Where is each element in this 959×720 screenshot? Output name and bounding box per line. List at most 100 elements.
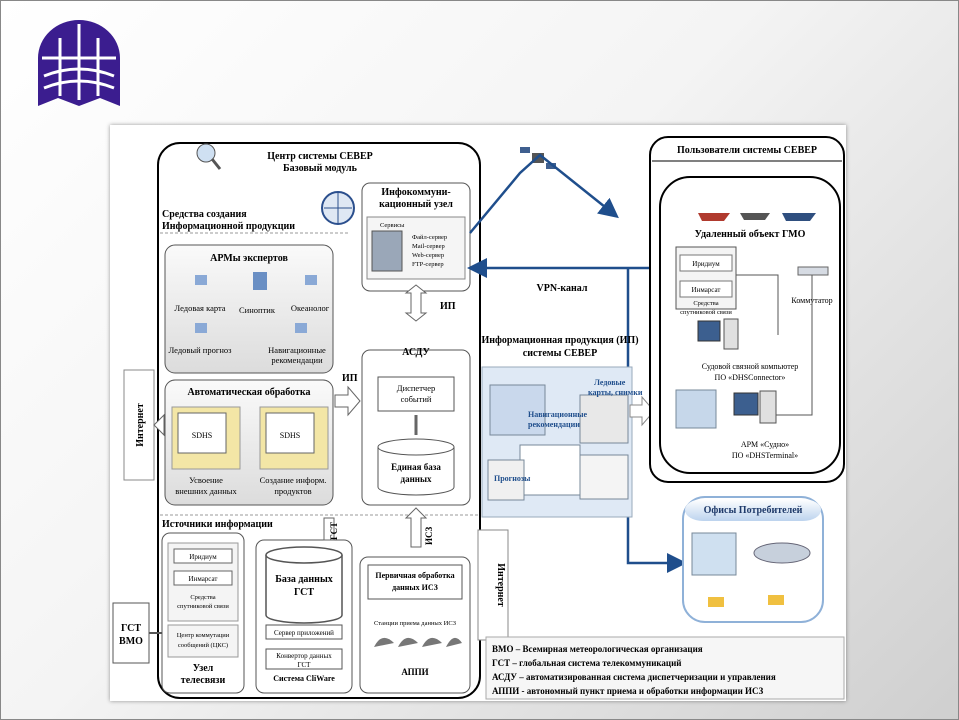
legend-1: ВМО – Всемирная метеорологическая органи… — [492, 644, 703, 654]
sdhs-left: SDHS — [192, 431, 212, 440]
expert-icon — [295, 323, 307, 333]
synoptic-icon — [253, 272, 267, 290]
user-inmarsat: Инмарсат — [692, 286, 721, 294]
product-forecasts: Прогнозы — [494, 474, 531, 483]
ftp-server: FTP-сервер — [412, 261, 444, 268]
src-inmarsat: Инмарсат — [189, 575, 218, 583]
sdhs-right: SDHS — [280, 431, 300, 440]
arm-synoptic: Синоптик — [239, 305, 276, 315]
product-nav-1: Навигационные — [528, 410, 587, 419]
legend-4: АППИ - автономный пункт приема и обработ… — [492, 686, 764, 696]
ship-pc-2: ПО «DHSConnector» — [715, 373, 786, 382]
node-1: Узел — [193, 663, 214, 674]
csk-1: Центр коммутации — [177, 632, 230, 639]
map-thumbnail — [675, 389, 717, 429]
dispatcher-1: Диспетчер — [397, 383, 435, 393]
isz-station: Станции приема данных ИСЗ — [374, 620, 456, 627]
auto-left-2: внешних данных — [175, 486, 237, 496]
legend-2: ГСТ – глобальная система телекоммуникаци… — [492, 658, 681, 668]
converter-box — [265, 648, 343, 670]
arm-ship-2: ПО «DHSTerminal» — [732, 451, 798, 460]
remote-object-box — [659, 176, 841, 474]
expert-icon — [195, 323, 207, 333]
tools-title-2: Информационной продукции — [162, 221, 295, 232]
info-title-2: кационный узел — [379, 199, 453, 210]
ip-arrow-vertical — [404, 284, 428, 322]
conv-2: ГСТ — [298, 661, 312, 669]
arm-ice-forecast: Ледовый прогноз — [168, 345, 232, 355]
file-server: Файл-сервер — [412, 234, 447, 241]
computer-icon — [697, 318, 739, 350]
app-server: Сервер приложений — [274, 629, 334, 637]
architecture-diagram: Центр системы СЕВЕР Базовый модуль Средс… — [112, 136, 845, 700]
ship-pc-1: Судовой связной компьютер — [702, 362, 799, 371]
internet-left-label: Интернет — [135, 403, 146, 447]
switch-icon — [797, 266, 829, 276]
vpn-label: VPN-канал — [537, 283, 588, 294]
tools-title-1: Средства создания — [162, 209, 247, 220]
legend-3: АСДУ – автоматизированная система диспет… — [492, 672, 776, 682]
meeting-table-icon — [753, 542, 811, 564]
db-2: данных — [401, 474, 432, 484]
product-nav-2: рекомендации — [528, 420, 580, 429]
src-sat-1: Средства — [190, 594, 215, 601]
src-iridium: Иридиум — [189, 553, 217, 561]
satellite-dish-icon — [374, 637, 462, 647]
gst-label: ГСТ — [329, 522, 339, 540]
auto-right-1: Создание информ. — [260, 475, 327, 485]
arm-ship-1: АРМ «Судно» — [741, 440, 789, 449]
isz-title-1: Первичная обработка — [375, 571, 454, 580]
magnifier-icon — [196, 143, 222, 170]
ship-icon — [698, 213, 816, 221]
globe-emblem-icon — [321, 191, 355, 225]
auto-title: Автоматическая обработка — [187, 387, 310, 398]
auto-right-2: продуктов — [274, 486, 311, 496]
office-map-thumbnail — [691, 532, 737, 576]
center-title-1: Центр системы СЕВЕР — [267, 151, 373, 162]
user-sat-2: спутниковой связи — [680, 309, 732, 316]
app-server-box — [265, 624, 343, 640]
db-1: Единая база — [391, 462, 441, 472]
diagram-panel: Центр системы СЕВЕР Базовый модуль Средс… — [110, 125, 846, 701]
ip-label-mid: ИП — [342, 373, 358, 384]
dispatcher-box — [377, 376, 455, 412]
arm-title: АРМы экспертов — [210, 253, 288, 264]
internet-right-label: Интернет — [495, 563, 506, 607]
csk-2: сообщений (ЦКС) — [178, 642, 228, 649]
cliware-label: Система CliWare — [273, 674, 335, 683]
gst-vmo-2: ВМО — [119, 636, 143, 647]
appi-label: АППИ — [401, 667, 428, 677]
product-title-1: Информационная продукция (ИП) — [481, 335, 638, 346]
users-title: Пользователи системы СЕВЕР — [677, 145, 817, 156]
gst-db-2: ГСТ — [294, 587, 314, 598]
isz-title-2: данных ИСЗ — [392, 583, 438, 592]
ip-label-top: ИП — [440, 301, 456, 312]
offices-title: Офисы Потребителей — [704, 505, 803, 516]
product-title-2: системы СЕВЕР — [523, 348, 597, 359]
web-server: Web-сервер — [412, 252, 444, 259]
offices-box — [682, 496, 824, 623]
user-iridium: Иридиум — [692, 260, 720, 268]
user-sat-1: Средства — [693, 300, 718, 307]
services-label: Сервисы — [380, 222, 405, 229]
arm-ice-map: Ледовая карта — [174, 303, 225, 313]
mail-server: Mail-сервер — [412, 243, 445, 250]
info-title-1: Инфокоммуни- — [381, 187, 450, 198]
remote-title: Удаленный объект ГМО — [695, 229, 806, 240]
expert-icon — [305, 275, 317, 285]
arm-nav-2: рекомендации — [271, 355, 323, 365]
node-2: телесвязи — [181, 675, 226, 686]
conv-1: Конвертор данных — [276, 652, 332, 660]
ship-globe-logo — [38, 20, 120, 107]
ip-arrow-horizontal — [334, 385, 361, 417]
gst-arrow — [323, 517, 335, 541]
legend-box — [485, 636, 845, 700]
sources-title: Источники информации — [162, 519, 273, 530]
expert-icon — [195, 275, 207, 285]
src-sat-2: спутниковой связи — [177, 603, 229, 610]
auto-left-1: Усвоение — [189, 475, 223, 485]
user-desk-icon — [708, 595, 784, 607]
unified-database-icon — [377, 438, 455, 496]
dispatcher-2: событий — [401, 394, 432, 404]
arm-nav-1: Навигационные — [268, 345, 326, 355]
